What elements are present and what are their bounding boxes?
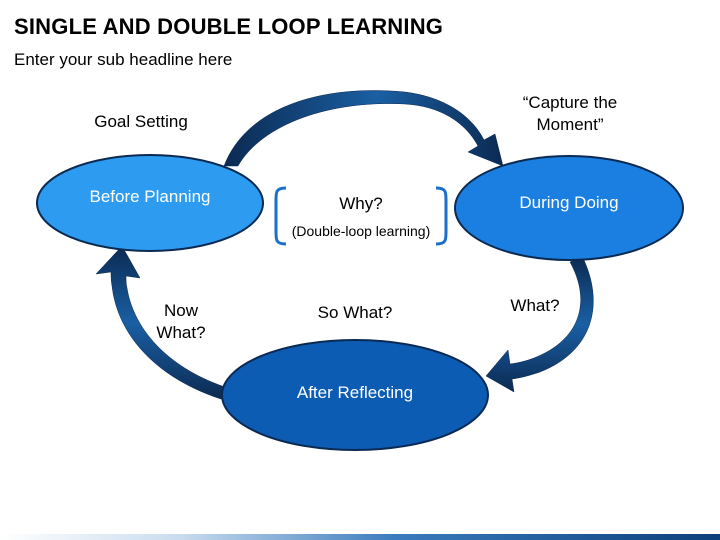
arrow-during-to-after — [485, 255, 594, 393]
bottom-accent-bar — [0, 534, 720, 540]
node-label-during-doing: During Doing — [519, 193, 619, 212]
center-double-loop: (Double-loop learning) — [291, 223, 431, 239]
label-what: What? — [510, 296, 560, 315]
left-bracket — [274, 186, 287, 246]
node-label-before-planning: Before Planning — [89, 187, 211, 206]
label-so-what: So What? — [317, 303, 393, 322]
label-capture-moment: “Capture the Moment” — [522, 93, 618, 135]
arrow-before-to-during — [223, 90, 504, 167]
page-subtitle: Enter your sub headline here — [14, 50, 233, 69]
node-during-doing — [454, 155, 684, 261]
right-bracket — [435, 186, 448, 246]
node-before-planning — [36, 154, 264, 252]
label-goal-setting: Goal Setting — [94, 112, 188, 131]
node-after-reflecting — [221, 339, 489, 451]
node-label-after-reflecting: After Reflecting — [296, 383, 414, 402]
center-why: Why? — [339, 194, 383, 213]
label-now-what: Now What? — [156, 301, 206, 343]
page-title: SINGLE AND DOUBLE LOOP LEARNING — [14, 14, 444, 39]
